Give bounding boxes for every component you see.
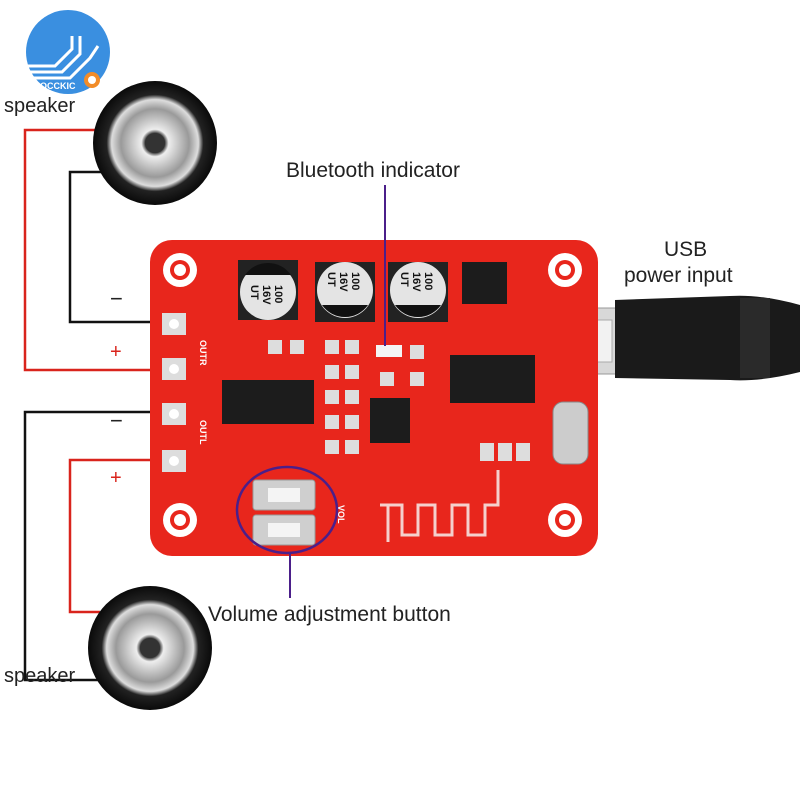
wire-left-plus xyxy=(68,458,172,614)
logo-text: OCCKIC xyxy=(40,81,76,91)
volume-callout-circle xyxy=(235,465,339,555)
bluetooth-indicator-led xyxy=(376,345,402,357)
capacitor: 100 16V UT xyxy=(238,260,298,320)
svg-text:100: 100 xyxy=(422,272,434,290)
svg-text:16V: 16V xyxy=(337,272,349,292)
pcb-antenna xyxy=(380,470,500,542)
right-minus-sign: − xyxy=(110,286,123,311)
ic-chip xyxy=(370,398,410,443)
volume-button-label: Volume adjustment button xyxy=(208,603,451,626)
capacitor: 100 16V UT xyxy=(315,262,375,322)
bluetooth-amplifier-board: OUTR OUTL VOL 100 16V UT 100 16V UT 100 … xyxy=(150,240,598,556)
usb-label: USB xyxy=(664,238,707,261)
left-minus-sign: − xyxy=(110,408,123,433)
speaker-bottom-icon xyxy=(88,586,212,710)
speaker-top-icon xyxy=(93,81,217,205)
outl-silkscreen: OUTL xyxy=(198,420,208,445)
svg-text:100: 100 xyxy=(272,285,284,303)
ic-chip xyxy=(462,262,507,304)
output-pads xyxy=(162,313,186,472)
svg-text:16V: 16V xyxy=(410,272,422,292)
wire-left-minus xyxy=(23,410,172,682)
left-plus-sign: + xyxy=(110,467,122,489)
smd-components xyxy=(268,340,530,461)
power-input-label: power input xyxy=(624,264,733,287)
brand-logo: OCCKIC xyxy=(26,10,110,94)
svg-text:100: 100 xyxy=(349,272,361,290)
amplifier-chip xyxy=(222,380,314,424)
speaker-top-label: speaker xyxy=(4,95,75,117)
wire-right-plus xyxy=(23,128,172,372)
capacitor: 100 16V UT xyxy=(388,262,448,322)
vol-silkscreen: VOL xyxy=(336,505,346,524)
bluetooth-chip xyxy=(450,355,535,403)
svg-text:UT: UT xyxy=(248,285,260,300)
svg-text:UT: UT xyxy=(325,272,337,287)
svg-text:16V: 16V xyxy=(260,285,272,305)
volume-buttons[interactable] xyxy=(252,479,316,546)
outr-silkscreen: OUTR xyxy=(198,340,208,366)
bluetooth-indicator-label: Bluetooth indicator xyxy=(286,159,460,182)
svg-text:UT: UT xyxy=(398,272,410,287)
right-plus-sign: + xyxy=(110,341,122,363)
crystal-oscillator xyxy=(552,401,589,465)
speaker-bottom-label: speaker xyxy=(4,665,75,687)
